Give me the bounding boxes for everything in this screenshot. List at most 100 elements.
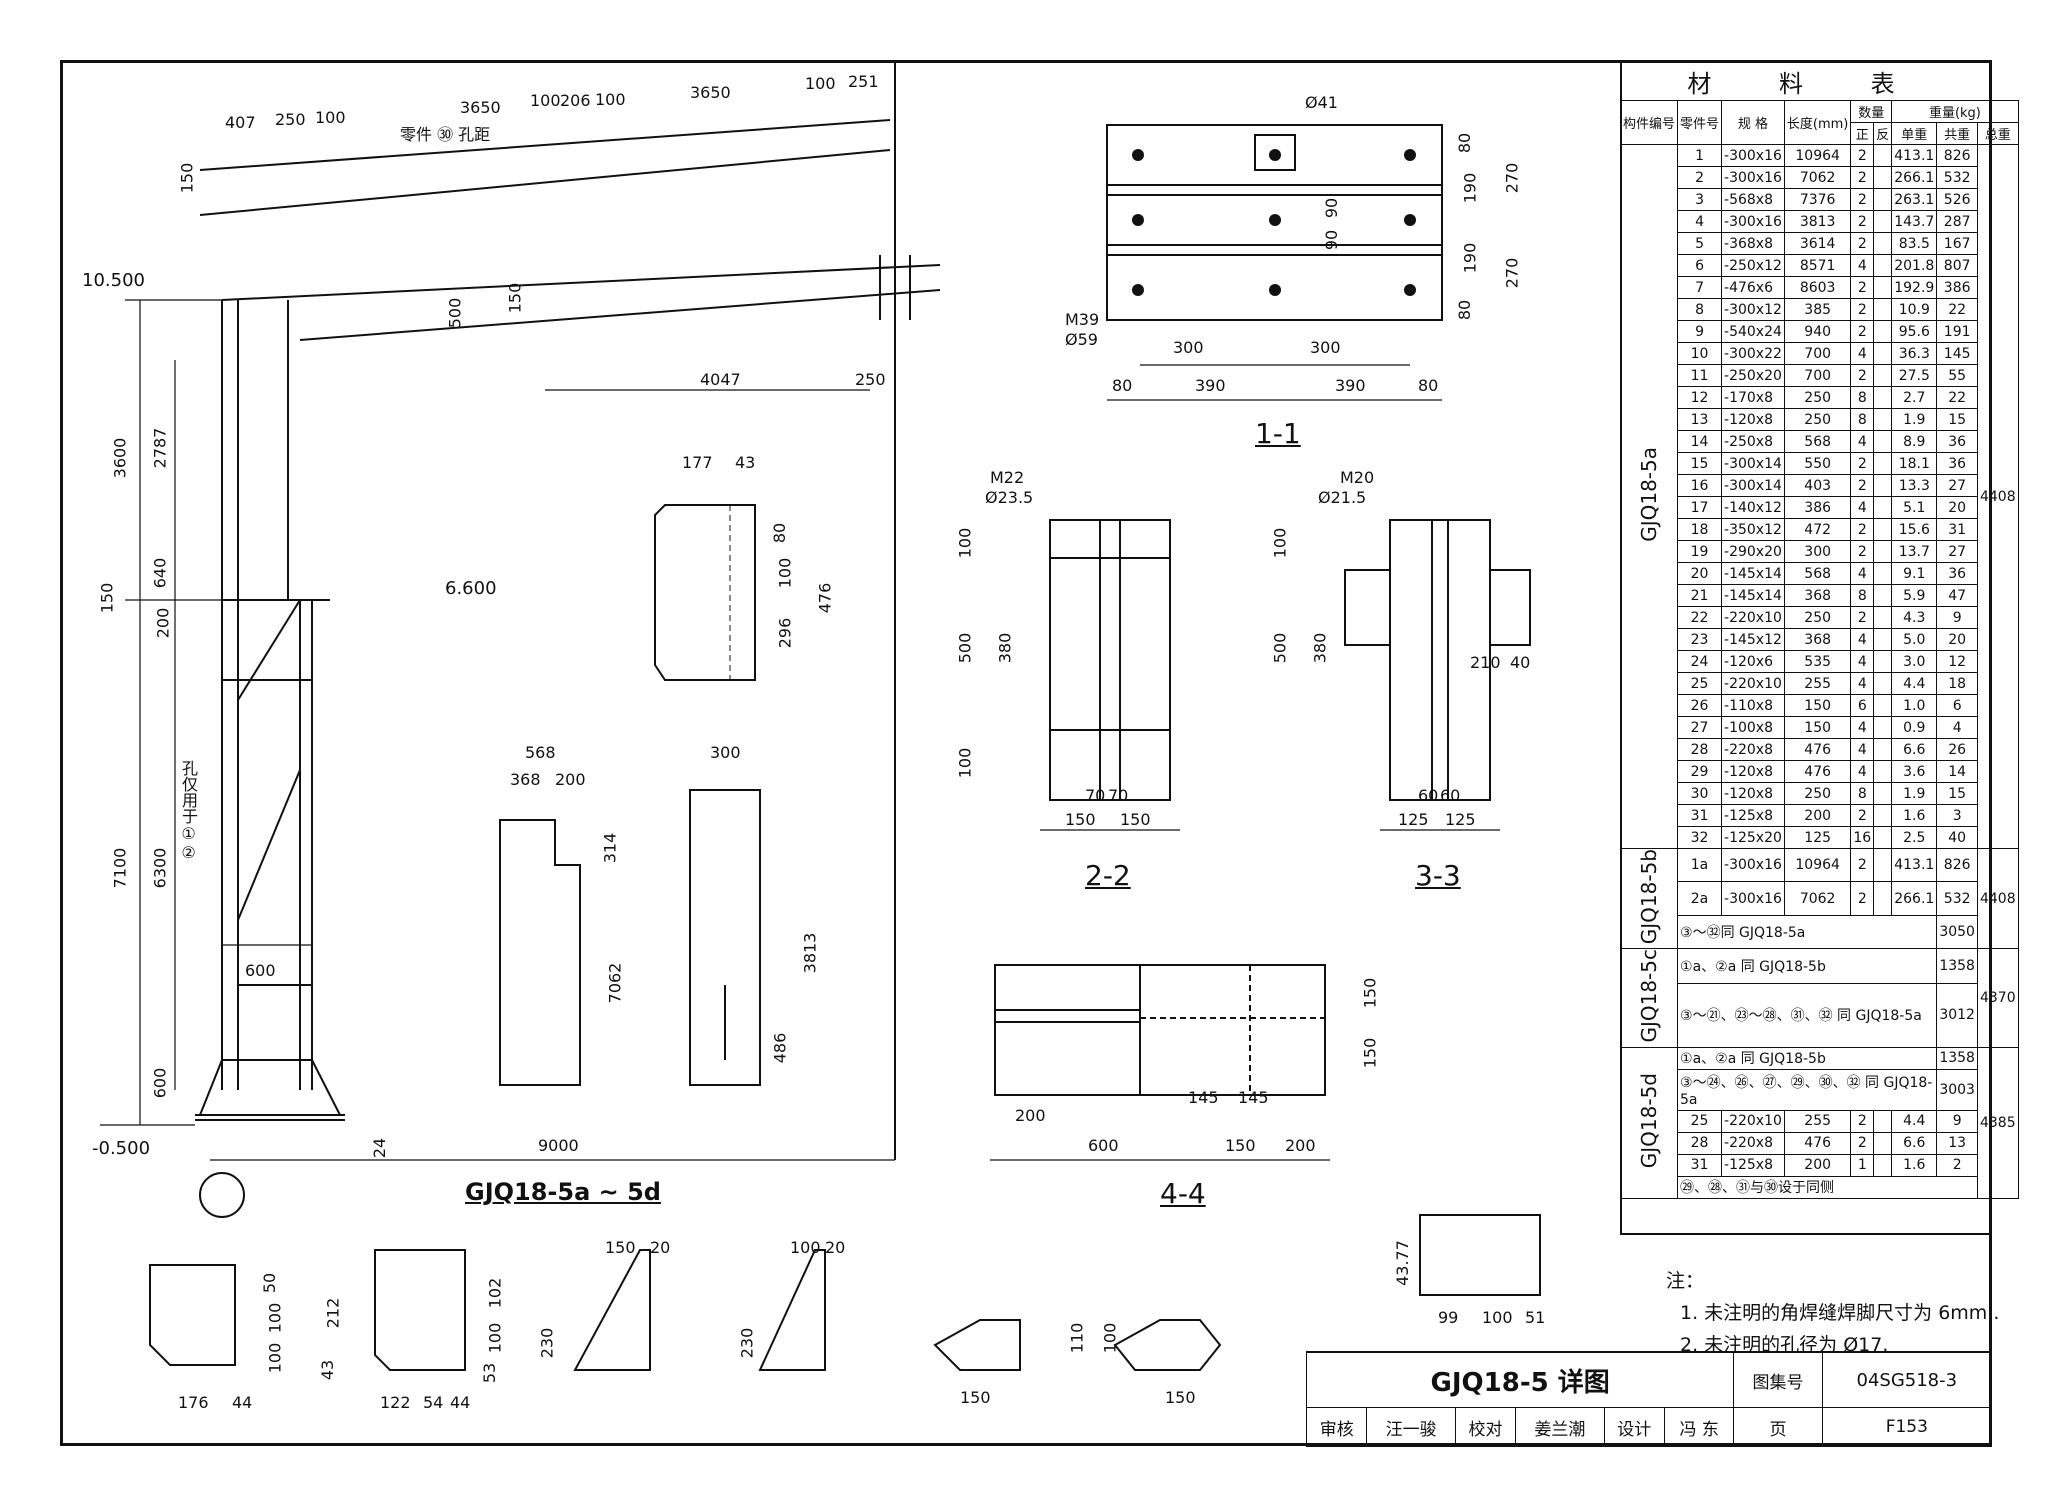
unit-weight: 2.7 [1891,386,1938,409]
length: 200 [1783,1153,1852,1177]
table-cell-empty [1873,562,1893,585]
th-spec: 规 格 [1721,100,1785,145]
page-label: 页 [1733,1407,1823,1447]
length: 150 [1783,694,1852,717]
spec: -120x8 [1721,408,1785,431]
s22-hole: Ø23.5 [985,488,1034,507]
length: 940 [1783,320,1852,343]
qty-pos: 2 [1850,1131,1875,1155]
total-weight: 15 [1936,408,1978,431]
unit-weight: 3.6 [1891,760,1938,783]
s11-dim-190b: 190 [1460,242,1480,274]
length: 550 [1783,452,1852,475]
th-weight: 重量(kg) [1891,100,2019,123]
table-cell-empty [1873,452,1893,475]
qty-pos: 8 [1850,386,1875,409]
th-pos: 正 [1850,122,1875,145]
unit-weight: 5.0 [1891,628,1938,651]
total-weight: 532 [1936,881,1978,916]
s33-dim-100: 100 [1270,527,1290,559]
length: 255 [1783,1109,1852,1133]
table-cell-empty [1873,144,1893,167]
atlas-number: 04SG518-3 [1821,1352,1993,1408]
total-weight: 9 [1936,1109,1978,1133]
elevation-top: 10.500 [82,270,145,291]
qty-pos: 2 [1850,276,1875,299]
unit-weight: 15.6 [1891,518,1938,541]
length: 568 [1783,430,1852,453]
unit-weight: 6.6 [1891,1131,1938,1155]
section-4-4-outline [990,964,1330,1161]
table-cell-empty [1873,408,1893,431]
spec: -290x20 [1721,540,1785,563]
note-2: 2. 未注明的孔径为 Ø17. [1680,1334,1889,1356]
p30-dim-51: 51 [1525,1308,1546,1327]
spec: -125x20 [1721,826,1785,849]
part-no: 28 [1677,738,1723,761]
table-cell-empty [1873,782,1893,805]
length: 7062 [1783,166,1852,189]
s33-dim-60a: 60 [1418,786,1439,805]
total-weight: 532 [1936,166,1978,189]
total-weight: 22 [1936,386,1978,409]
table-cell-empty [1873,342,1893,365]
part-no: 17 [1677,496,1723,519]
part-no: 21 [1677,584,1723,607]
unit-weight: 36.3 [1891,342,1938,365]
subtotal: 3050 [1936,914,1978,950]
s44-dim-145b: 145 [1238,1088,1269,1107]
table-cell-empty [1873,1109,1893,1133]
qty-pos: 2 [1850,606,1875,629]
p3-dim-568: 568 [525,743,556,762]
dim-4047: 4047 [700,370,741,389]
main-drawing-title: GJQ18-5a ~ 5d [465,1178,661,1206]
table-cell-empty [1873,804,1893,827]
total-weight: 287 [1936,210,1978,233]
dim-600: 600 [150,1067,170,1099]
table-cell-empty [1873,1153,1893,1177]
total-weight: 6 [1936,694,1978,717]
dim-7100: 7100 [110,847,130,889]
row-note: ㉙、㉘、㉛与㉚设于同侧 [1677,1175,1978,1199]
part-no: 15 [1677,452,1723,475]
s11-dim-90a: 90 [1322,197,1342,219]
part-no: 28 [1677,1131,1723,1155]
th-unit: 单重 [1891,122,1938,145]
dim-200: 200 [153,607,173,639]
length: 250 [1783,606,1852,629]
length: 300 [1783,540,1852,563]
spec: -300x12 [1721,298,1785,321]
spec: -250x12 [1721,254,1785,277]
s11-dim-390b: 390 [1335,376,1366,395]
unit-weight: 201.8 [1891,254,1938,277]
s11-dim-80a: 80 [1112,376,1133,395]
spec: -220x8 [1721,1131,1785,1155]
s11-dim-80b: 80 [1418,376,1439,395]
s44-dim-200b: 200 [1285,1136,1316,1155]
subtotal: 3012 [1936,982,1978,1048]
length: 700 [1783,342,1852,365]
row-note: ③～㉑、㉓～㉘、㉛、㉜ 同 GJQ18-5a [1677,982,1938,1048]
th-part: 零件号 [1677,100,1723,145]
title-block: GJQ18-5 详图 图集号 04SG518-3 审核 汪一骏 校对 姜兰潮 设… [1305,1352,1993,1447]
th-length: 长度(mm) [1783,100,1852,145]
p4-dim-486: 486 [770,1032,790,1064]
length: 250 [1783,782,1852,805]
dim-640: 640 [150,557,170,589]
part-no: 13 [1677,408,1723,431]
part-no: 32 [1677,826,1723,849]
s33-dim-380: 380 [1310,632,1330,664]
unit-weight: 1.0 [1891,694,1938,717]
total-weight: 36 [1936,562,1978,585]
spec: -110x8 [1721,694,1785,717]
s44-dim-150a: 150 [1360,977,1380,1009]
dim-2787: 2787 [150,427,170,469]
length: 476 [1783,760,1852,783]
